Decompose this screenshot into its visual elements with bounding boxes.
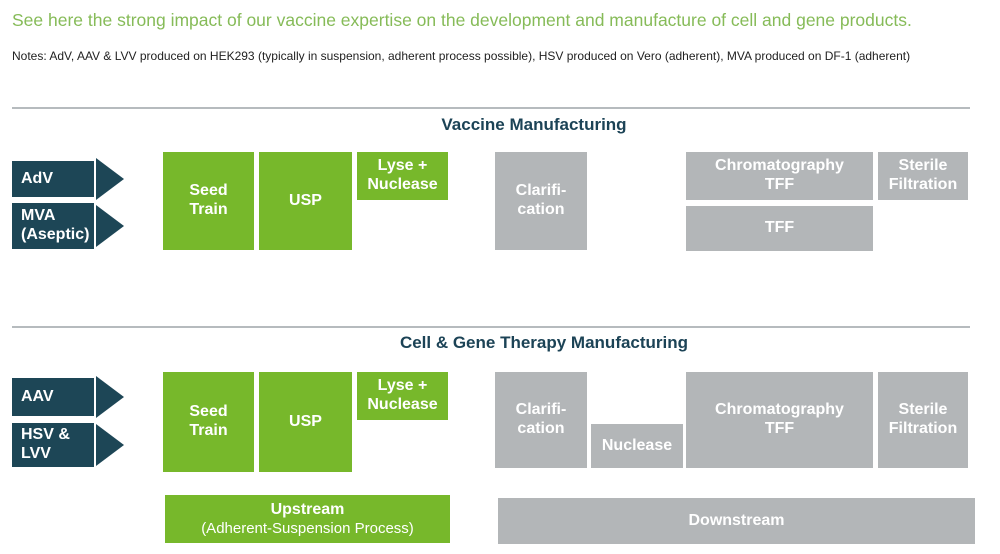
- page-title: See here the strong impact of our vaccin…: [12, 10, 912, 30]
- upstream-box: Upstream (Adherent-Suspension Process): [165, 495, 450, 543]
- arrow-head-icon: [96, 158, 124, 200]
- section-divider: [12, 326, 970, 328]
- vaccine-sterile-filtration-box: Sterile Filtration: [878, 152, 968, 200]
- vaccine-clarification-box: Clarifi- cation: [495, 152, 587, 250]
- notes-text: Notes: AdV, AAV & LVV produced on HEK293…: [12, 49, 911, 63]
- cgt-lyse-nuclease-box: Lyse + Nuclease: [357, 372, 448, 420]
- adv-arrow: AdV: [12, 158, 124, 200]
- vaccine-tff-box: TFF: [686, 206, 873, 251]
- mva-arrow: MVA (Aseptic): [12, 203, 124, 249]
- aav-arrow-label: AAV: [12, 378, 94, 416]
- adv-arrow-label: AdV: [12, 161, 94, 197]
- vaccine-seed-train-box: Seed Train: [163, 152, 254, 250]
- upstream-subtitle: (Adherent-Suspension Process): [201, 519, 414, 537]
- cgt-clarification-box: Clarifi- cation: [495, 372, 587, 468]
- downstream-box: Downstream: [498, 498, 975, 544]
- vaccine-section-title: Vaccine Manufacturing: [441, 115, 627, 134]
- arrow-head-icon: [96, 376, 124, 418]
- hsv-lvv-arrow: HSV & LVV: [12, 423, 124, 467]
- cgt-chromatography-tff-box: Chromatography TFF: [686, 372, 873, 468]
- vaccine-usp-box: USP: [259, 152, 352, 250]
- aav-arrow: AAV: [12, 376, 124, 418]
- cell-gene-section-title: Cell & Gene Therapy Manufacturing: [399, 333, 689, 352]
- section-divider: [12, 107, 970, 109]
- cgt-seed-train-box: Seed Train: [163, 372, 254, 472]
- vaccine-lyse-nuclease-box: Lyse + Nuclease: [357, 152, 448, 200]
- cgt-usp-box: USP: [259, 372, 352, 472]
- cgt-nuclease-box: Nuclease: [591, 424, 683, 468]
- cgt-sterile-filtration-box: Sterile Filtration: [878, 372, 968, 468]
- hsv-lvv-arrow-label: HSV & LVV: [12, 423, 94, 467]
- upstream-title: Upstream: [270, 501, 345, 519]
- arrow-head-icon: [96, 205, 124, 247]
- arrow-head-icon: [96, 424, 124, 466]
- mva-arrow-label: MVA (Aseptic): [12, 203, 94, 249]
- vaccine-chromatography-tff-box: Chromatography TFF: [686, 152, 873, 200]
